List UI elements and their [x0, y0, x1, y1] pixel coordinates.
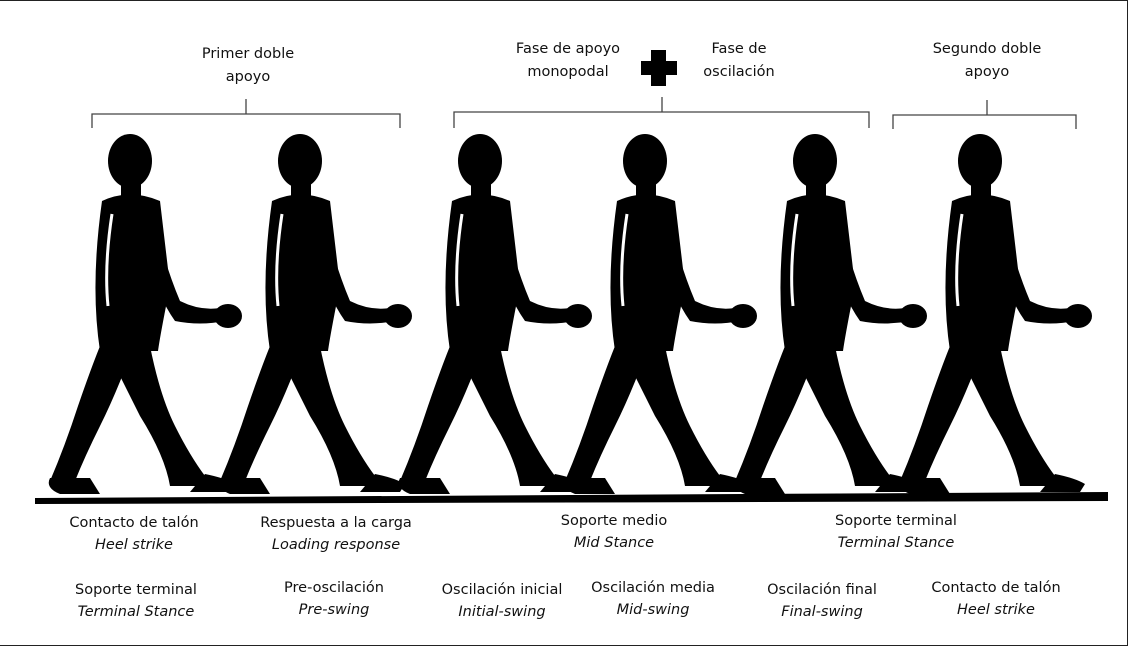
row2-label-terminal-stance: Soporte terminal Terminal Stance	[75, 579, 197, 623]
bracket-first-double	[92, 99, 400, 128]
label-en: Heel strike	[69, 534, 198, 556]
bracket-second-double	[893, 100, 1076, 129]
label-es: Soporte medio	[561, 510, 667, 532]
row1-label-loading-response: Respuesta a la carga Loading response	[260, 512, 412, 556]
row1-label-heel-strike: Contacto de talón Heel strike	[69, 512, 198, 556]
label-en: Mid Stance	[561, 532, 667, 554]
figure-heel-strike	[49, 134, 242, 494]
label-es: Oscilación media	[591, 577, 715, 599]
phase-second-double-support: Segundo doble apoyo	[933, 38, 1042, 84]
label-en: Terminal Stance	[75, 601, 197, 623]
row1-label-terminal-stance: Soporte terminal Terminal Stance	[835, 510, 957, 554]
row2-label-mid-swing: Oscilación media Mid-swing	[591, 577, 715, 621]
label-es: Oscilación final	[767, 579, 877, 601]
label-en: Mid-swing	[591, 599, 715, 621]
label-es: Contacto de talón	[69, 512, 198, 534]
label-es: Pre-oscilación	[284, 577, 384, 599]
row2-label-final-swing: Oscilación final Final-swing	[767, 579, 877, 623]
phase-single-support: Fase de apoyo monopodal	[516, 38, 620, 84]
row2-label-heel-strike: Contacto de talón Heel strike	[931, 577, 1060, 621]
row2-label-initial-swing: Oscilación inicial Initial-swing	[442, 579, 563, 623]
figure-heel-strike-2	[899, 134, 1092, 494]
bracket-single-swing	[454, 97, 869, 128]
figure-loading-response	[219, 134, 412, 494]
label-es: Soporte terminal	[75, 579, 197, 601]
phase-swing: Fase de oscilación	[703, 38, 774, 84]
label-en: Pre-swing	[284, 599, 384, 621]
label-es: Soporte terminal	[835, 510, 957, 532]
label-en: Heel strike	[931, 599, 1060, 621]
label-en: Initial-swing	[442, 601, 563, 623]
label-en: Loading response	[260, 534, 412, 556]
label-es: Contacto de talón	[931, 577, 1060, 599]
label-es: Respuesta a la carga	[260, 512, 412, 534]
label-es: Oscilación inicial	[442, 579, 563, 601]
figure-initial-swing	[399, 134, 592, 494]
figure-final-swing	[734, 134, 927, 494]
figure-mid-swing	[564, 134, 757, 494]
label-en: Terminal Stance	[835, 532, 957, 554]
label-en: Final-swing	[767, 601, 877, 623]
row1-label-mid-stance: Soporte medio Mid Stance	[561, 510, 667, 554]
row2-label-pre-swing: Pre-oscilación Pre-swing	[284, 577, 384, 621]
phase-first-double-support: Primer doble apoyo	[202, 43, 294, 89]
ground-line	[35, 492, 1108, 504]
plus-icon	[641, 50, 677, 86]
